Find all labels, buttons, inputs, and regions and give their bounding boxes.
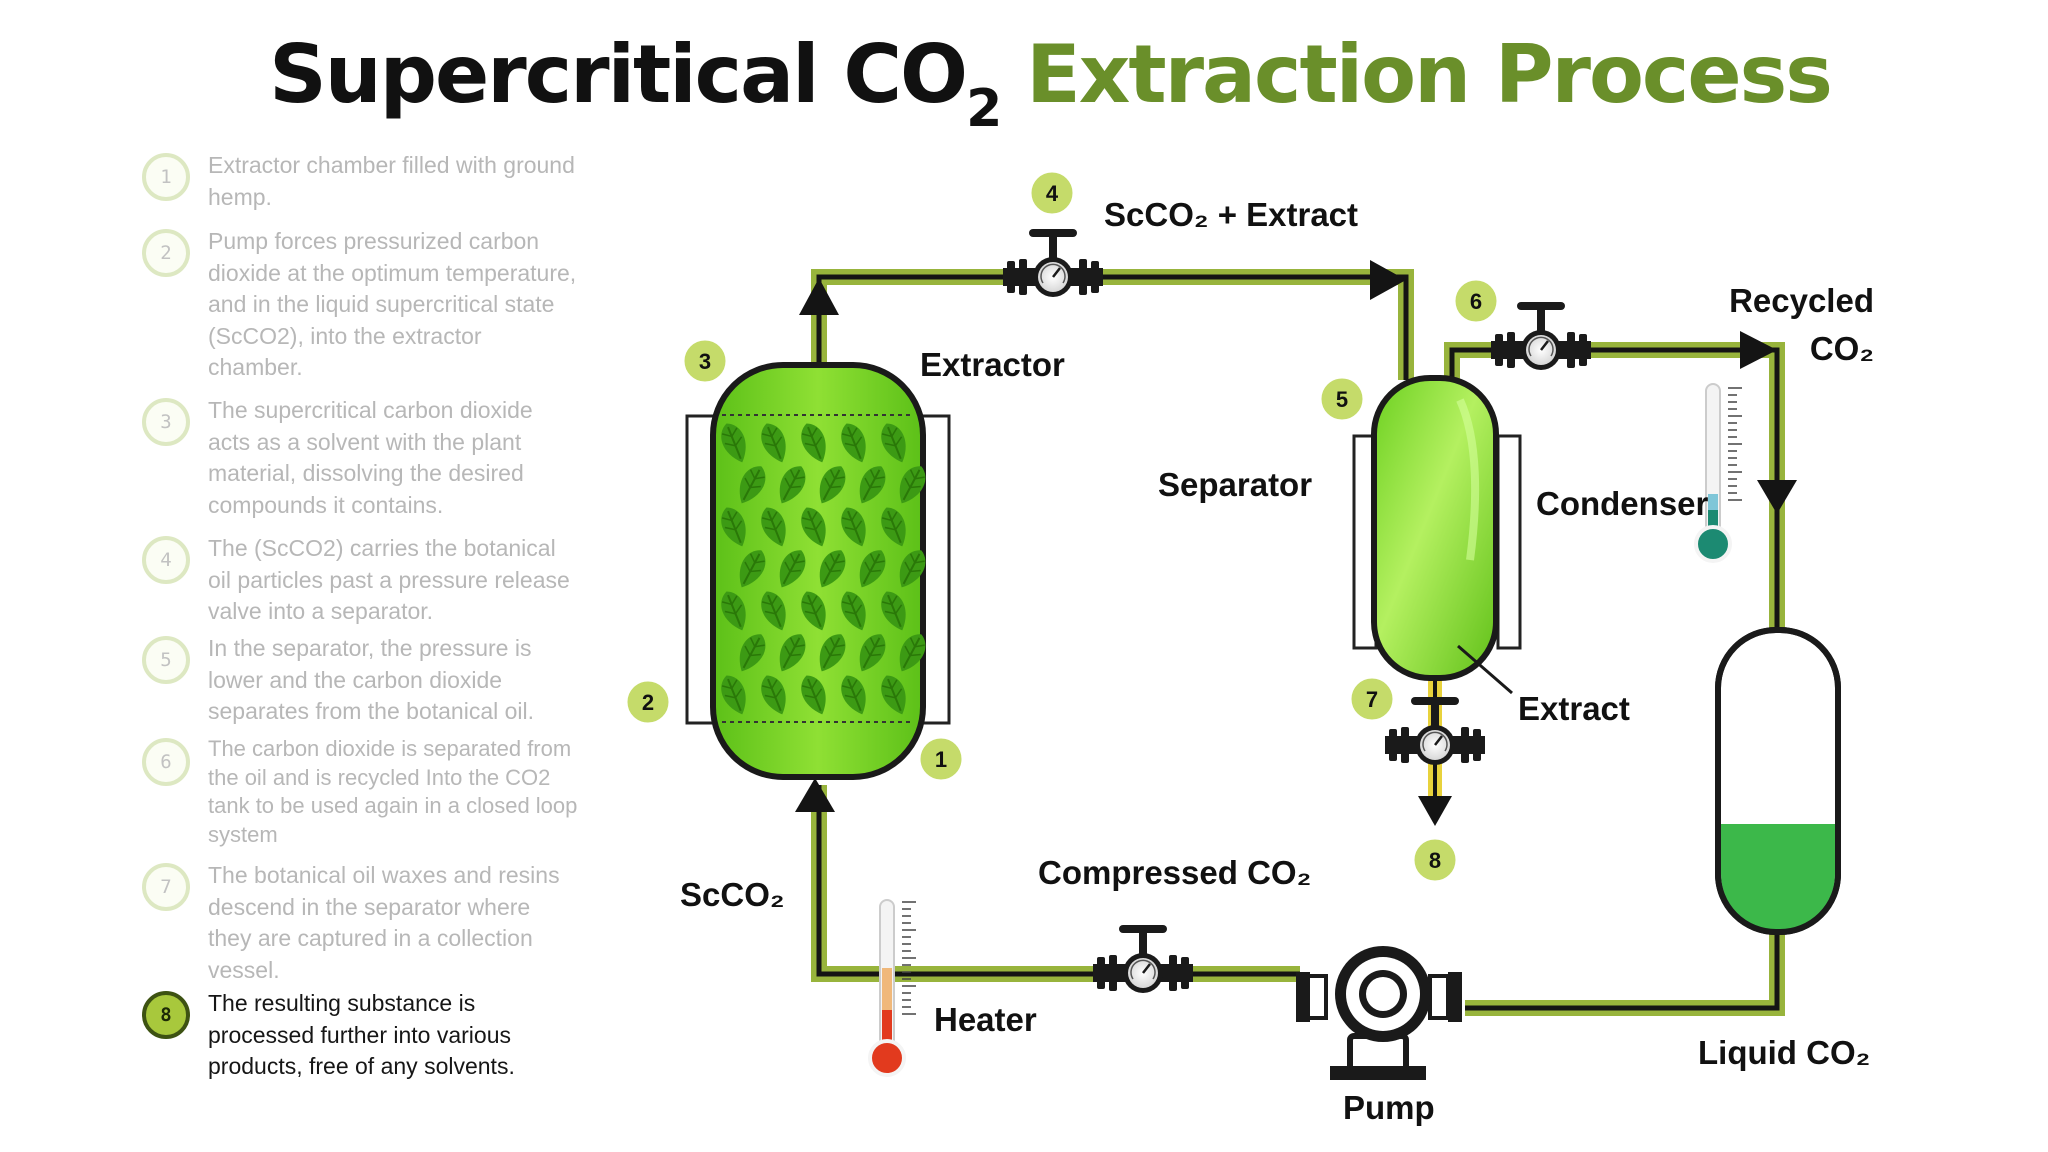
step-number: 7 [142, 863, 190, 911]
number-badge: 1 [917, 735, 965, 783]
arrow-down-icon [1757, 480, 1797, 514]
valve-icon [1383, 695, 1487, 767]
extractor-vessel [685, 362, 951, 780]
step-text: The carbon dioxide is separated from the… [208, 736, 578, 847]
arrow-down-icon [1418, 796, 1452, 826]
page-title: Supercritical CO2 Extraction Process [269, 28, 1833, 139]
step-number: 6 [142, 738, 190, 786]
svg-text:5: 5 [1336, 387, 1348, 412]
step-number: 8 [142, 991, 190, 1039]
arrow-right-icon [1740, 331, 1777, 369]
svg-text:6: 6 [1470, 289, 1482, 314]
flow-arrows [795, 260, 1797, 826]
number-badge: 7 [1348, 675, 1396, 723]
label-condenser: Condenser [1536, 485, 1709, 522]
label-liquid-co2: Liquid CO₂ [1698, 1034, 1870, 1071]
step-text: The resulting substance is processed fur… [208, 990, 515, 1079]
pipe-network [811, 269, 1785, 1016]
label-compressed-co2: Compressed CO₂ [1038, 854, 1311, 891]
step-text: Pump forces pressurized carbon dioxide a… [208, 228, 577, 380]
svg-text:3: 3 [699, 349, 711, 374]
step-text: The (ScCO2) carries the botanical oil pa… [208, 535, 570, 624]
number-badge: 8 [1411, 836, 1459, 884]
valve-icon [1001, 227, 1105, 299]
arrow-up-icon [795, 778, 835, 812]
step-text: The supercritical carbon dioxide acts as… [208, 397, 533, 518]
step-number: 2 [142, 229, 190, 277]
number-badge: 4 [1028, 169, 1076, 217]
number-badge: 5 [1318, 375, 1366, 423]
valve-icon [1091, 923, 1195, 995]
label-pump: Pump [1343, 1089, 1435, 1126]
pump [1296, 946, 1462, 1080]
separator-vessel [1352, 375, 1522, 695]
number-badge: 3 [681, 337, 729, 385]
number-badge: 2 [624, 678, 672, 726]
arrow-up-icon [799, 278, 839, 315]
condenser-thermometer-icon [1694, 383, 1743, 563]
number-badge: 6 [1452, 277, 1500, 325]
co2-tank [1715, 627, 1841, 935]
svg-text:1: 1 [935, 747, 947, 772]
svg-text:8: 8 [1429, 848, 1441, 873]
step-text: Extractor chamber filled with ground hem… [208, 152, 575, 210]
arrow-right-icon [1370, 260, 1406, 300]
label-heater: Heater [934, 1001, 1037, 1038]
step-number: 5 [142, 636, 190, 684]
step-text: The botanical oil waxes and resins desce… [208, 862, 560, 983]
valve-icon [1489, 300, 1593, 372]
svg-text:4: 4 [1046, 181, 1059, 206]
label-extractor: Extractor [920, 346, 1065, 383]
svg-text:2: 2 [642, 690, 654, 715]
label-separator: Separator [1158, 466, 1312, 503]
svg-text:7: 7 [1366, 687, 1378, 712]
step-text: In the separator, the pressure is lower … [208, 635, 535, 724]
label-extract: Extract [1518, 690, 1630, 727]
label-recycled: Recycled [1729, 282, 1874, 319]
label-scco2-extract: ScCO₂ + Extract [1104, 196, 1358, 233]
label-recycled-co2: CO₂ [1810, 330, 1874, 367]
step-number: 4 [142, 536, 190, 584]
step-number: 3 [142, 398, 190, 446]
heater-thermometer-icon [868, 899, 917, 1077]
step-number: 1 [142, 153, 190, 201]
label-scco2: ScCO₂ [680, 876, 785, 913]
